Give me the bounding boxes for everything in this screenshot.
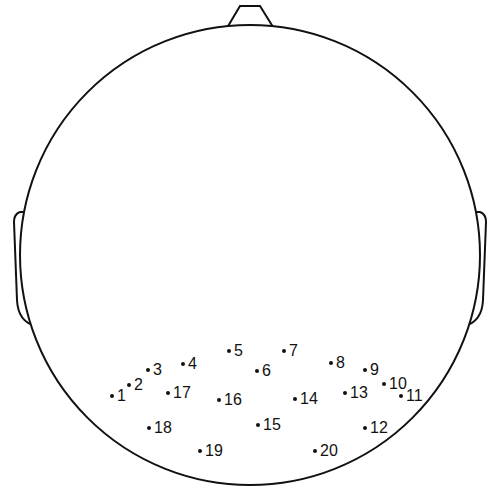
electrode-number: 8 bbox=[336, 354, 345, 372]
electrode-number: 12 bbox=[370, 419, 388, 437]
electrode-dot bbox=[363, 368, 367, 372]
electrode-number: 20 bbox=[320, 442, 338, 460]
electrode-dot bbox=[363, 426, 367, 430]
electrode-number: 5 bbox=[234, 342, 243, 360]
electrode-number: 7 bbox=[289, 342, 298, 360]
electrode-dots bbox=[110, 349, 403, 453]
electrode-dot bbox=[217, 398, 221, 402]
electrode-number: 14 bbox=[300, 390, 318, 408]
electrode-number: 1 bbox=[117, 387, 126, 405]
electrode-dot bbox=[343, 391, 347, 395]
electrode-dot bbox=[127, 383, 131, 387]
electrode-dot bbox=[293, 397, 297, 401]
electrode-number: 11 bbox=[406, 387, 423, 405]
electrode-number: 6 bbox=[262, 362, 271, 380]
electrode-dot bbox=[382, 382, 386, 386]
electrode-dot bbox=[329, 361, 333, 365]
electrode-dot bbox=[313, 449, 317, 453]
electrode-number: 19 bbox=[205, 442, 223, 460]
electrode-dot bbox=[110, 394, 114, 398]
electrode-number: 10 bbox=[389, 375, 407, 393]
electrode-number: 3 bbox=[153, 361, 162, 379]
electrode-number: 17 bbox=[173, 384, 191, 402]
electrode-dot bbox=[147, 426, 151, 430]
electrode-number: 4 bbox=[188, 355, 197, 373]
electrode-number: 13 bbox=[350, 384, 368, 402]
electrode-number: 2 bbox=[134, 376, 143, 394]
electrode-dot bbox=[282, 349, 286, 353]
head-circle bbox=[20, 25, 480, 485]
electrode-number: 15 bbox=[263, 416, 281, 434]
electrode-number: 18 bbox=[154, 419, 172, 437]
electrode-dot bbox=[256, 423, 260, 427]
electrode-dot bbox=[146, 368, 150, 372]
electrode-dot bbox=[399, 394, 403, 398]
electrode-dot bbox=[227, 349, 231, 353]
electrode-number: 16 bbox=[224, 391, 242, 409]
electrode-dot bbox=[198, 449, 202, 453]
electrode-dot bbox=[255, 369, 259, 373]
electrode-dot bbox=[166, 391, 170, 395]
electrode-number: 9 bbox=[370, 361, 379, 379]
electrode-dot bbox=[181, 362, 185, 366]
